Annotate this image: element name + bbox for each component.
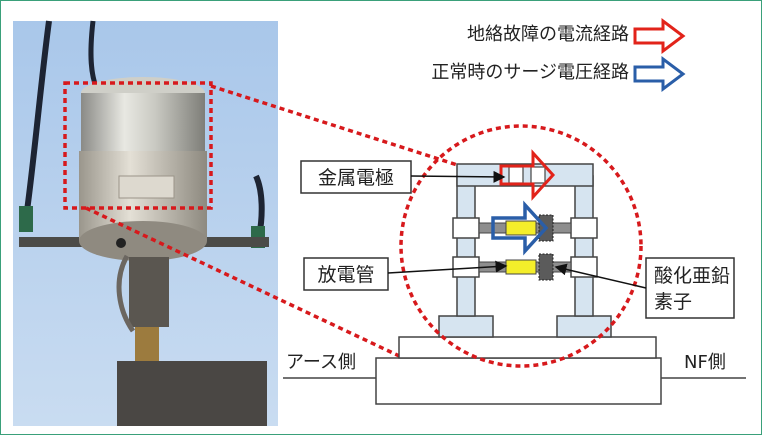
legend-fault-arrow-icon: [633, 18, 686, 54]
zoom-line-top: [210, 84, 477, 173]
legend-surge-label: 正常時のサージ電圧経路: [431, 62, 629, 83]
photo-highlight-box: [63, 81, 213, 210]
photo-wire-left: [24, 20, 52, 212]
photo-nameplate: [118, 175, 175, 199]
discharge-tube-pointer: [387, 260, 508, 274]
electrode-gap-right: [530, 166, 546, 184]
photo-mount: [129, 257, 169, 327]
zinc-oxide-label-line2: 素子: [654, 291, 692, 313]
metal-electrode-pointer: [410, 170, 506, 183]
zinc-oxide-pointer: [554, 263, 647, 289]
legend: 地絡故障の電流経路 正常時のサージ電圧経路: [431, 18, 686, 92]
clamp-left-upper: [452, 217, 480, 239]
zinc-oxide-box: [645, 257, 735, 319]
legend-fault-label: 地絡故障の電流経路: [467, 24, 629, 45]
fault-current-arrow-icon: [499, 149, 556, 201]
upper-discharge-tube: [505, 220, 537, 236]
electrode-gap-left: [508, 166, 524, 184]
arrester-schematic: [283, 124, 746, 405]
callout-circle: [399, 124, 643, 368]
schematic-foot-left: [438, 315, 494, 338]
photo-insulator-left: [19, 206, 33, 232]
photo-lead: [116, 254, 136, 333]
surge-voltage-arrow-icon: [491, 200, 549, 256]
legend-surge-arrow-icon: [633, 56, 686, 92]
clamp-right-upper: [570, 217, 598, 239]
metal-electrode-box: [300, 160, 412, 194]
photo-terminal: [116, 238, 126, 248]
lower-discharge-tube: [505, 259, 537, 275]
discharge-tube-box: [303, 257, 389, 291]
zoom-line-bottom: [85, 206, 432, 373]
schematic-pillar-right: [574, 175, 594, 317]
lower-zinc-oxide-element: [538, 253, 554, 281]
zinc-oxide-label-line1: 酸化亜鉛: [654, 265, 730, 287]
earth-side-label: アース側: [286, 352, 356, 373]
schematic-base-upper: [398, 336, 657, 359]
photo-metal-cap: [81, 93, 205, 155]
clamp-left-lower: [452, 256, 480, 278]
photo-body-bottom: [79, 221, 207, 261]
schematic-foot-right: [556, 315, 612, 338]
schematic-top-electrode: [456, 163, 594, 187]
photo-cross-arm: [117, 361, 267, 426]
arrester-photo: [13, 20, 278, 426]
schematic-pillar-left: [456, 175, 476, 317]
discharge-tube-label: 放電管: [317, 264, 374, 286]
labels: 金属電極 放電管 酸化亜鉛 素子 アース側 NF側: [286, 160, 735, 373]
metal-electrode-label: 金属電極: [318, 167, 394, 189]
nf-side-label: NF側: [684, 352, 726, 373]
